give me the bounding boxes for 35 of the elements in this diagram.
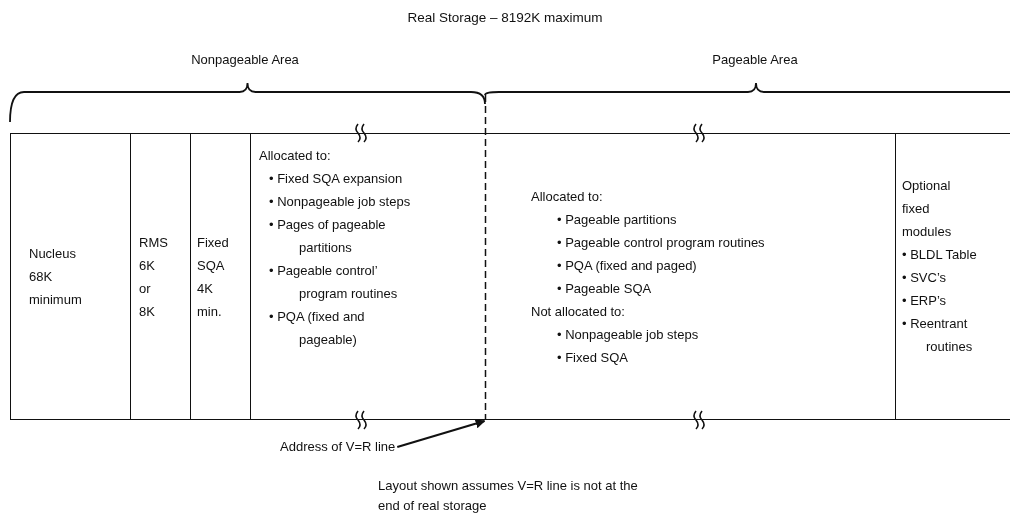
list-item: • Nonpageable job steps <box>268 193 412 211</box>
list-item: • PQA (fixed and paged) <box>556 256 698 275</box>
list-item: • Pageable partitions <box>556 210 678 229</box>
diagram-title: Real Storage – 8192K maximum <box>406 9 604 27</box>
storage-area-cell <box>10 133 131 420</box>
cell-text: RMS 6K or 8K <box>139 233 168 321</box>
storage-area-cell <box>250 133 486 420</box>
list-item: • Fixed SQA expansion <box>268 170 404 188</box>
storage-area-cell <box>130 133 191 420</box>
cell-text: Fixed SQA 4K min. <box>197 233 229 321</box>
list-item: • Nonpageable job steps <box>556 325 700 344</box>
list-item: • Pageable control’ program routines <box>268 262 399 303</box>
list-item: • SVC’s <box>902 269 948 287</box>
list-item: • Pageable SQA <box>556 279 653 298</box>
list-item: • Fixed SQA <box>556 348 630 367</box>
note-text: Layout shown assumes V=R line is not at the end of real storage <box>378 477 639 515</box>
cell-text: Allocated to: <box>259 147 332 165</box>
storage-area-cell <box>485 133 896 420</box>
cell-text: Not allocated to: <box>531 302 626 321</box>
storage-area-cell <box>895 133 1010 420</box>
cell-text: Allocated to: <box>531 187 604 206</box>
callout-text: Address of V=R line <box>280 437 396 457</box>
cell-text: Optional fixed modules <box>902 177 952 241</box>
v-r-line <box>484 94 487 421</box>
list-item: • Pageable control program routines <box>556 233 766 252</box>
list-item: • Reentrant routines <box>902 315 974 356</box>
area-label: Nonpageable Area <box>190 51 300 69</box>
list-item: • PQA (fixed and pageable) <box>268 308 366 349</box>
area-label: Pageable Area <box>711 51 799 69</box>
cell-text: Nucleus 68K minimum <box>29 245 82 309</box>
list-item: • BLDL Table <box>902 246 978 264</box>
arrow <box>396 418 486 449</box>
list-item: • ERP’s <box>902 292 948 310</box>
storage-area-cell <box>190 133 251 420</box>
list-item: • Pages of pageable partitions <box>268 216 387 257</box>
